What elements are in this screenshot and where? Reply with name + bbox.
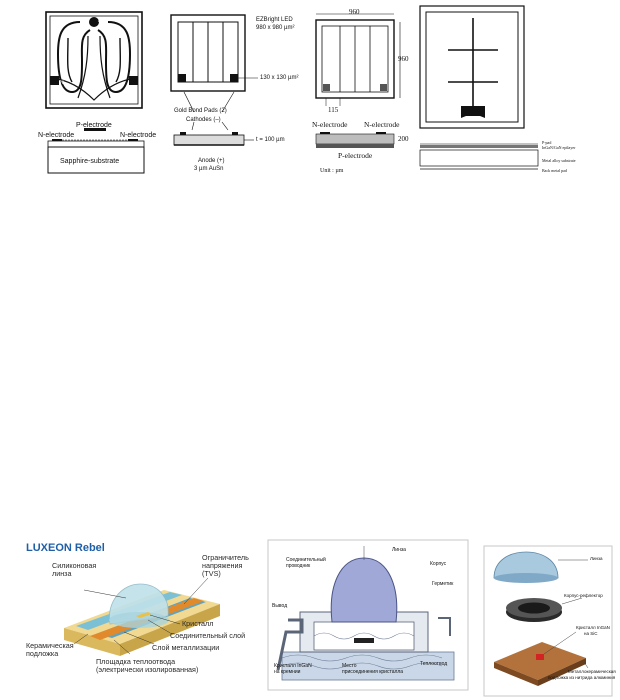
silicone-lens-label-1: Силиконовая xyxy=(52,561,97,570)
vertical-led-layers xyxy=(419,143,539,170)
connect-layer-label: Соединительный слой xyxy=(170,631,246,640)
chip-top-view-drawing xyxy=(45,11,143,109)
metal-layer-label: Слой металлизации xyxy=(152,643,220,652)
bond-pad-leaders xyxy=(183,91,235,131)
body-label: Корпус xyxy=(430,561,447,567)
pad-p-label: P xyxy=(98,17,103,24)
figure-vertical-led: P-pad InGaN/GaN epilayer Metal alloy sub… xyxy=(418,4,578,176)
dimension-cross-section xyxy=(315,132,395,148)
exploded-chip-label-2: на SiC xyxy=(584,631,598,636)
figure-exploded-led: Линза Корпус-рефлектор Кристалл InGaN на… xyxy=(483,545,616,697)
cathodes-label: Cathodes (–) xyxy=(186,117,221,123)
heat-pad-label-2: (электрически изолированная) xyxy=(96,665,199,674)
bond-pads-label: Gold Bond Pads (2) xyxy=(174,108,227,114)
height-dimension-label: 960 xyxy=(398,55,409,63)
chip-cross-section-drawing xyxy=(47,128,145,174)
metal-alloy-label: Metal alloy substrate xyxy=(542,158,576,163)
ceramic-label-2: подложка xyxy=(26,649,59,658)
luxeon-3d-drawing xyxy=(64,577,220,656)
figure-led-cross-section: Линза Соединительный проводник Корпус Ге… xyxy=(267,539,469,691)
exploded-chip-label-1: Кристалл InGaN xyxy=(576,625,610,630)
ezbright-size-label: 980 x 980 µm² xyxy=(256,25,295,31)
width-dimension-label: 960 xyxy=(349,8,360,16)
crystal-label: Кристалл xyxy=(182,619,214,628)
tvs-label-2: напряжения xyxy=(202,561,243,570)
p-electrode-label: P-electrode xyxy=(338,151,373,160)
lead-label: Вывод xyxy=(272,603,288,609)
pad-n-left-label: N xyxy=(60,80,64,86)
back-metal-label: Back metal pad xyxy=(542,168,567,173)
heat-pad-label-1: Площадка теплоотвода xyxy=(96,657,176,666)
figure-luxeon-rebel: LUXEON Rebel Силиконовая линза Ограничит… xyxy=(24,538,264,680)
thickness-dimension-label: 200 xyxy=(398,135,409,143)
figure-ezbright-led: EZBright LED 980 x 980 µm² 130 x 130 µm²… xyxy=(170,8,300,178)
luxeon-brand-title: LUXEON Rebel xyxy=(26,542,105,554)
n-electrode-left-label: N-electrode xyxy=(312,120,348,129)
figure-chip-electrodes: P N N P-electrode N-electrode N-electrod… xyxy=(38,8,156,176)
pad-size-label: 130 x 130 µm² xyxy=(260,75,299,81)
figure-dimensioned-chip: 960 960 115 N-electrode N-electrode 200 … xyxy=(312,8,412,178)
ausn-label: 3 µm AuSn xyxy=(194,166,224,172)
ceramic-label-1: Керамическая xyxy=(26,641,74,650)
silicone-lens-label-2: линза xyxy=(52,569,72,578)
tvs-label-1: Ограничитель xyxy=(202,553,249,562)
n-electrode-left-label: N-electrode xyxy=(38,132,75,139)
chip-label-1: Кристалл InGaN xyxy=(274,663,312,669)
wire-label-1: Соединительный xyxy=(286,557,326,563)
n-electrode-right-label: N-electrode xyxy=(364,120,400,129)
sealant-label: Герметик xyxy=(432,581,454,587)
exploded-substrate-label-1: Металлокерамическая xyxy=(568,669,616,674)
thickness-label: t = 100 µm xyxy=(256,137,285,143)
heatsink-label: Теплоотвод xyxy=(420,661,448,667)
chip-label-2: на кремнии xyxy=(274,669,301,675)
vertical-led-top-view xyxy=(419,5,525,129)
ezbright-cross-section xyxy=(173,132,254,146)
exploded-drawing xyxy=(483,545,613,697)
lens-label: Линза xyxy=(392,547,406,553)
pad-dimension-label: 115 xyxy=(328,106,339,114)
unit-label: Unit : µm xyxy=(320,168,344,174)
ezbright-title-label: EZBright LED xyxy=(256,17,293,23)
anode-label: Anode (+) xyxy=(198,158,225,164)
mount-label-2: присоединения кристалла xyxy=(342,669,404,675)
dimension-drawing xyxy=(315,13,401,106)
exploded-substrate-label-2: подложка из нитрида алюминия xyxy=(548,675,616,680)
n-electrode-right-label: N-electrode xyxy=(120,132,157,139)
p-pad-label: P-pad xyxy=(542,140,552,145)
ezbright-top-view-drawing xyxy=(170,14,258,92)
cross-section-drawing xyxy=(267,539,469,691)
mount-label-1: Место xyxy=(342,663,357,669)
reflector-label: Корпус-рефлектор xyxy=(564,593,603,598)
epilayer-label: InGaN/GaN epilayer xyxy=(542,145,576,150)
tvs-label-3: (TVS) xyxy=(202,569,221,578)
p-electrode-label: P-electrode xyxy=(76,122,112,129)
exploded-lens-label: Линза xyxy=(590,556,603,561)
sapphire-substrate-label: Sapphire-substrate xyxy=(60,158,120,165)
wire-label-2: проводник xyxy=(286,563,311,569)
